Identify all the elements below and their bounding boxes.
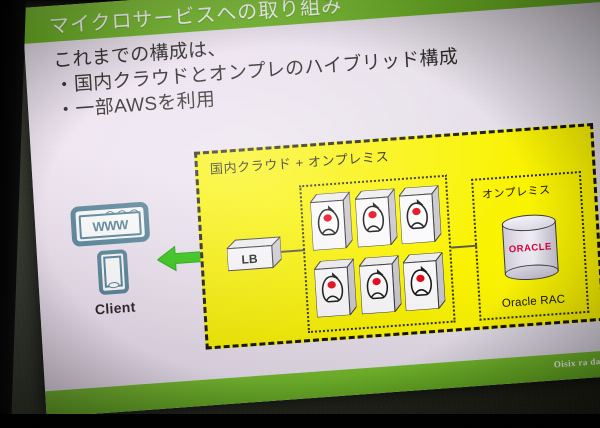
application-servers-zone [299,174,456,334]
phone-home-button [108,281,120,289]
screen-bezel-bottom [0,414,600,428]
cloud-onpremise-zone: 国内クラウド + オンプレミス LB [193,122,600,350]
smartphone-icon [96,249,130,296]
server-grid [309,183,450,326]
linux-server-icon [357,254,402,315]
svg-text:LB: LB [241,252,258,267]
cloud-onpremise-zone-title: 国内クラウド + オンプレミス [209,148,390,177]
presentation-slide: マイクロサービスへの取り組み これまでの構成は、 ・国内クラウドとオンプレのハイ… [22,0,600,418]
connector-servers-to-onprem [451,244,478,249]
browser-www-label: WWW [92,216,129,234]
projection-screen: マイクロサービスへの取り組み これまでの構成は、 ・国内クラウドとオンプレのハイ… [22,0,600,418]
client-group: WWW Client [62,201,162,320]
onpremise-zone-title: オンプレミス [481,184,551,202]
oracle-rac-caption: Oracle RAC [501,293,566,311]
browser-address-bar: WWW [78,210,142,240]
linux-server-icon [402,250,447,312]
company-logo-text: Oisix ra daichi [553,354,600,370]
linux-server-icon [398,183,443,245]
linux-server-icon [353,187,398,248]
client-caption: Client [94,298,136,318]
linux-server-icon [313,257,358,318]
load-balancer-icon: LB [225,235,283,273]
onpremise-zone: オンプレミス ORACLE Oracle RAC [471,170,590,321]
linux-server-icon [309,190,354,252]
browser-window-icon: WWW [70,201,151,247]
architecture-diagram: WWW Client 国内クラウド [31,115,600,387]
database-cylinder-icon: ORACLE [501,212,560,282]
connector-lb-to-servers [281,249,306,253]
